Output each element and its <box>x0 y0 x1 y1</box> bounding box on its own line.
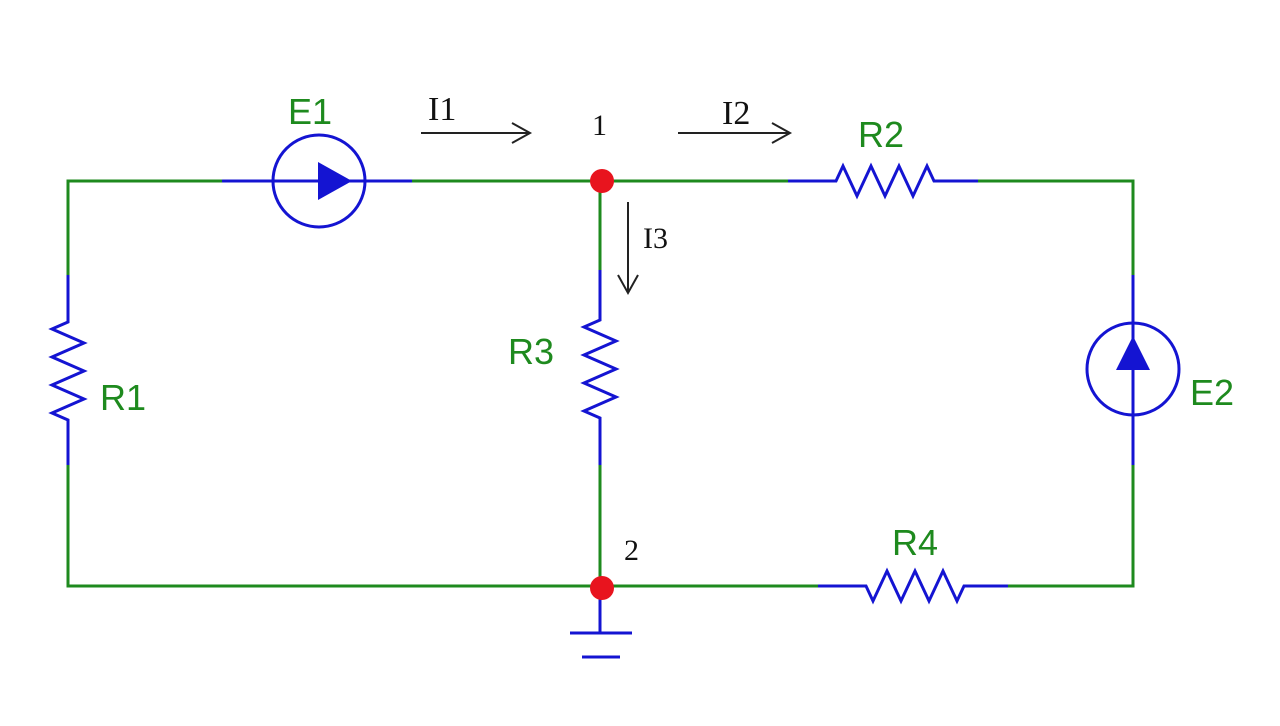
i3-label: I3 <box>643 222 668 255</box>
i1-label: I1 <box>428 91 456 128</box>
i3-arrow-icon <box>617 202 639 296</box>
current-i1: I1 <box>421 91 533 144</box>
resistor-r1: R1 <box>48 275 146 465</box>
e1-arrow-icon <box>318 162 352 200</box>
wires <box>66 179 1135 588</box>
source-e1: E1 <box>222 91 412 229</box>
r3-label: R3 <box>508 331 554 372</box>
source-e2: E2 <box>1085 275 1234 465</box>
node-2-label: 2 <box>624 534 639 567</box>
e2-arrow-icon <box>1116 336 1150 370</box>
wire-left-lower <box>66 463 592 588</box>
resistor-icon <box>48 275 88 465</box>
node-2-dot-icon <box>590 576 614 600</box>
i1-arrow-icon <box>421 122 533 144</box>
current-i3: I3 <box>617 202 668 296</box>
wire-right-lower <box>1006 463 1135 588</box>
resistor-r3: R3 <box>508 270 620 465</box>
e1-label: E1 <box>288 91 332 132</box>
e2-label: E2 <box>1190 372 1234 413</box>
current-i2: I2 <box>678 95 793 144</box>
resistor-icon <box>580 270 620 465</box>
wire-top-right <box>976 179 1135 277</box>
i2-arrow-icon <box>678 122 793 144</box>
r1-label: R1 <box>100 377 146 418</box>
resistor-icon <box>788 162 978 200</box>
resistor-r4: R4 <box>818 522 1008 605</box>
r2-label: R2 <box>858 114 904 155</box>
r4-label: R4 <box>892 522 938 563</box>
node-1-dot-icon <box>590 169 614 193</box>
i2-label: I2 <box>722 95 750 132</box>
resistor-icon <box>818 567 1008 605</box>
resistor-r2: R2 <box>788 114 978 200</box>
node-1-label: 1 <box>592 109 607 142</box>
